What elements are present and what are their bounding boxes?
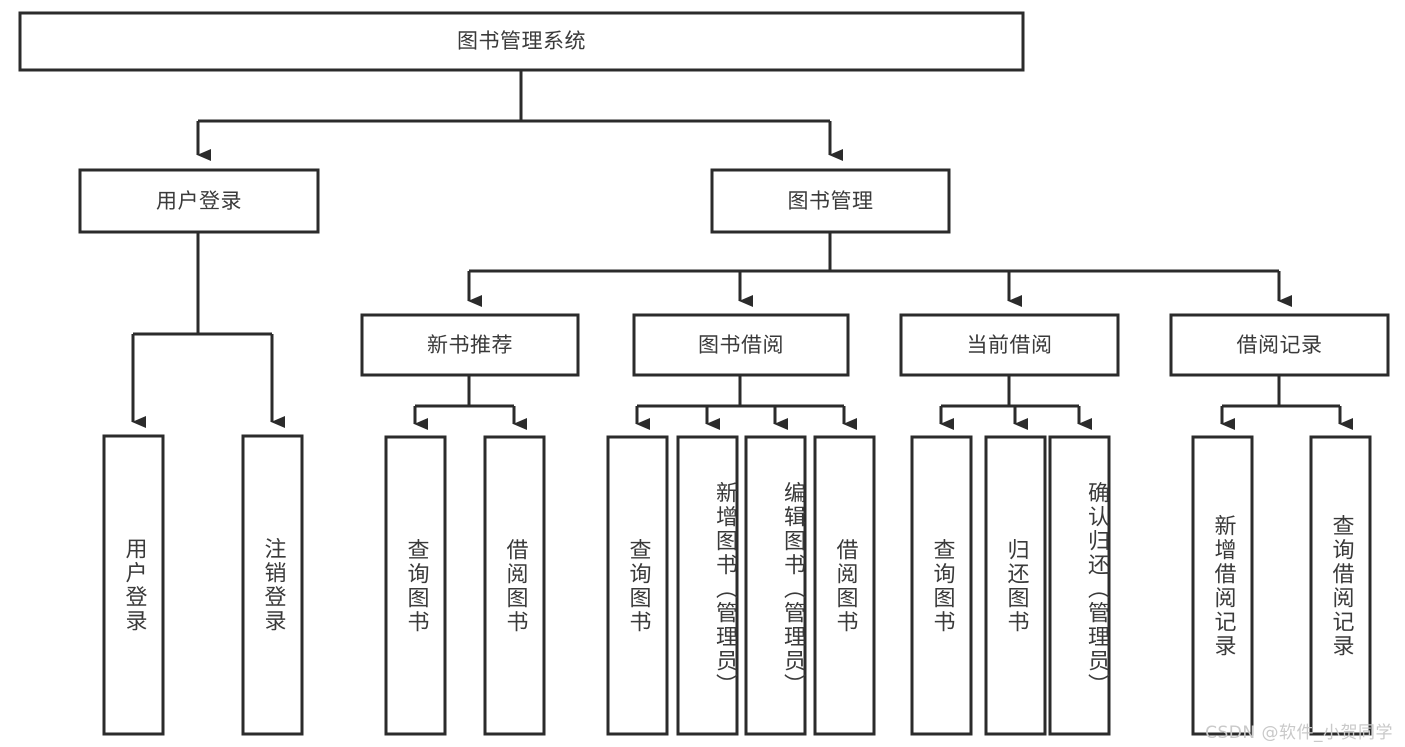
node-box-leaf-borrow-book-recommend[interactable] xyxy=(483,435,546,736)
node-box-borrow-record[interactable] xyxy=(1169,313,1390,377)
node-box-new-book-recommend[interactable] xyxy=(360,313,580,377)
node-box-leaf-return-book[interactable] xyxy=(984,435,1047,736)
node-box-leaf-add-borrow-record[interactable] xyxy=(1191,435,1254,736)
node-box-root[interactable] xyxy=(18,11,1025,72)
node-box-leaf-user-logout[interactable] xyxy=(241,434,304,736)
node-box-leaf-query-book-recommend[interactable] xyxy=(384,435,447,736)
node-box-current-borrow[interactable] xyxy=(899,313,1120,377)
node-box-book-manage[interactable] xyxy=(710,168,951,234)
csdn-watermark: CSDN @软件_小贺同学 xyxy=(1205,723,1393,743)
node-box-leaf-add-book[interactable] xyxy=(676,435,739,736)
node-box-leaf-confirm-return[interactable] xyxy=(1048,435,1111,736)
node-box-user-login[interactable] xyxy=(78,168,320,234)
node-box-leaf-user-login[interactable] xyxy=(102,434,165,736)
node-box-leaf-query-book-borrow[interactable] xyxy=(606,435,669,736)
node-box-leaf-edit-book[interactable] xyxy=(744,435,807,736)
node-box-book-borrow[interactable] xyxy=(632,313,850,377)
node-box-leaf-query-book-current[interactable] xyxy=(910,435,973,736)
node-box-leaf-borrow-book[interactable] xyxy=(813,435,876,736)
node-box-leaf-query-borrow-record[interactable] xyxy=(1309,435,1372,736)
